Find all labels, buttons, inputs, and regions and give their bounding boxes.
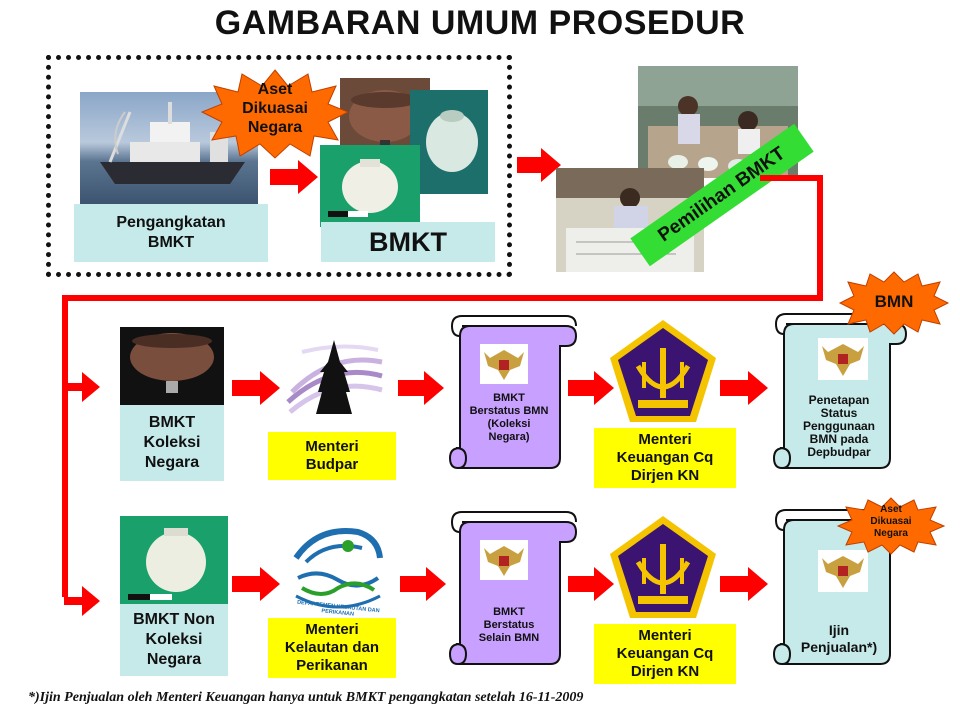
- footnote: *)Ijin Penjualan oleh Menteri Keuangan h…: [28, 690, 584, 705]
- aset-star-text: Aset Dikuasai Negara: [870, 504, 912, 539]
- arrow-right-icon: [720, 371, 768, 405]
- koleksi-negara-label: BMKT Koleksi Negara: [120, 405, 224, 481]
- connector-line: [62, 295, 68, 597]
- scroll-bmn-text: BMKT Berstatus BMN (Koleksi Negara): [469, 392, 549, 443]
- non-koleksi-label: BMKT Non Koleksi Negara: [120, 604, 228, 676]
- connector-line: [817, 175, 823, 301]
- arrow-right-icon: [232, 371, 280, 405]
- penetapan-text: Penetapan Status Penggunaan BMN pada Dep…: [802, 393, 875, 459]
- arrow-right-icon: [64, 586, 100, 616]
- arrow-right-icon: [568, 567, 614, 601]
- garuda-emblem-icon: [480, 540, 528, 580]
- jar-white-photo: [320, 145, 420, 227]
- arrow-right-icon: [64, 372, 100, 402]
- arrow-right-icon: [398, 371, 444, 405]
- garuda-emblem-icon: [818, 338, 868, 380]
- scroll-penetapan-icon: [772, 313, 908, 469]
- arrow-right-icon: [232, 567, 280, 601]
- bmn-star-text: BMN: [874, 292, 914, 311]
- arrow-right-icon: [270, 160, 318, 194]
- connector-line: [62, 295, 823, 301]
- pengangkatan-label: Pengangkatan BMKT: [74, 204, 268, 262]
- bmkt-label: BMKT: [321, 222, 495, 262]
- recording-photo: [556, 168, 704, 272]
- kemenkeu-logo-icon: [610, 320, 716, 422]
- koleksi-bowl-photo: [120, 327, 224, 407]
- connector-line: [760, 175, 820, 181]
- aset-dikuasai-star-icon: [836, 497, 946, 555]
- arrow-right-icon: [720, 567, 768, 601]
- arrow-right-icon: [568, 371, 614, 405]
- jar-green-photo: [410, 90, 488, 194]
- garuda-emblem-icon: [818, 550, 868, 592]
- menteri-budpar-label: Menteri Budpar: [268, 432, 396, 480]
- menteri-kkp-label: Menteri Kelautan dan Perikanan: [268, 618, 396, 678]
- garuda-emblem-icon: [480, 344, 528, 384]
- menteri-keuangan-label: Menteri Keuangan Cq Dirjen KN: [594, 624, 736, 684]
- scroll-selain-bmn-icon: [448, 511, 578, 665]
- top-group-box: [46, 55, 512, 277]
- page-title: GAMBARAN UMUM PROSEDUR: [214, 4, 746, 42]
- ijin-penjualan-text: Ijin Penjualan*): [800, 622, 878, 655]
- aset-dikuasai-star-icon: [200, 69, 350, 159]
- kkp-logo-icon: [293, 528, 383, 609]
- arrow-right-icon: [517, 148, 561, 182]
- scroll-selain-bmn-text: BMKT Berstatus Selain BMN: [478, 606, 540, 644]
- menteri-keuangan-label: Menteri Keuangan Cq Dirjen KN: [594, 428, 736, 488]
- budpar-logo-icon: [286, 340, 383, 414]
- aset-star-text: Aset Dikuasai Negara: [242, 81, 308, 136]
- ship-photo: [80, 92, 258, 204]
- jar-non-koleksi-photo: [120, 516, 228, 606]
- kemenkeu-logo-icon: [610, 516, 716, 618]
- arrow-right-icon: [400, 567, 446, 601]
- bmn-star-icon: [838, 271, 950, 335]
